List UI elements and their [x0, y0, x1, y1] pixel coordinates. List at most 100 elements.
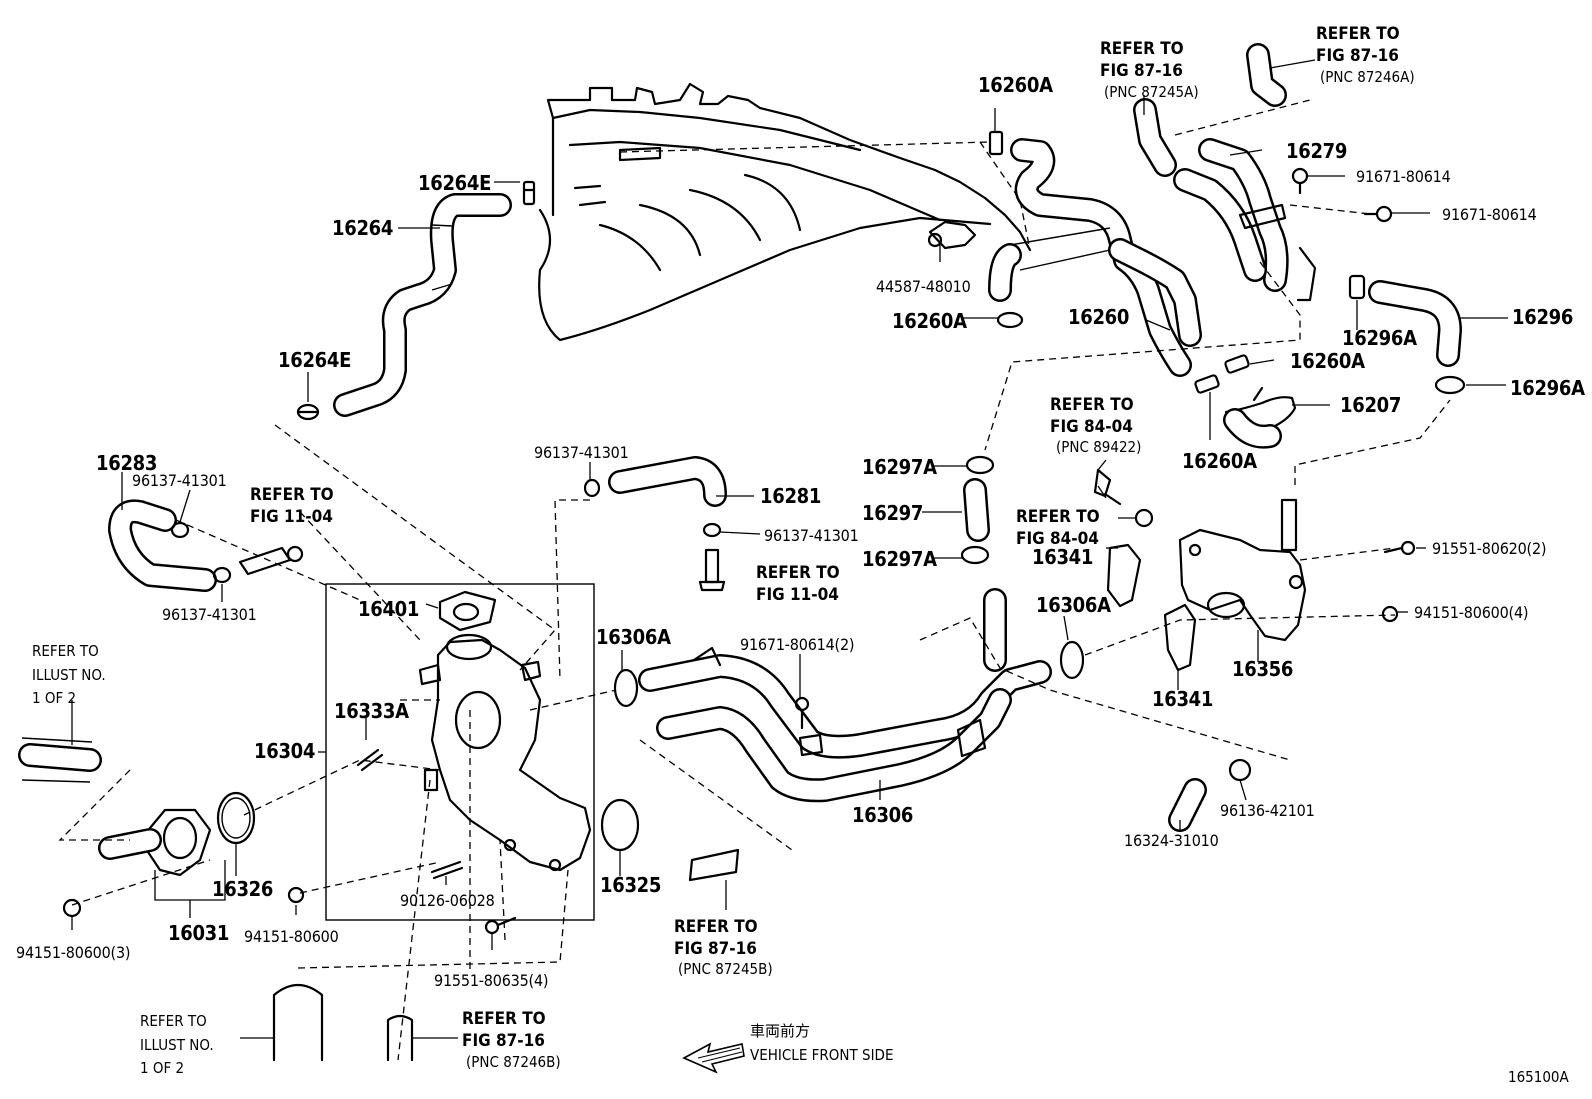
clamp-96137-41301-d: [702, 522, 722, 538]
svg-text:(PNC 89422): (PNC 89422): [1056, 438, 1141, 456]
label-16260A-top: 16260A: [978, 73, 1053, 97]
svg-text:REFER TO: REFER TO: [756, 563, 840, 583]
bolt-91671-80614-c: [794, 696, 810, 730]
hose-stub-illust-bottom: [272, 983, 324, 1062]
ref-fig-87-16-87246A: REFER TO FIG 87-16 (PNC 87246A): [1316, 24, 1415, 86]
label-91671-80614-b: 91671-80614: [1442, 205, 1537, 224]
label-96137-41301-d: 96137-41301: [764, 526, 859, 545]
ref-fig-84-04-89422: REFER TO FIG 84-04 (PNC 89422): [1050, 395, 1141, 456]
label-16356: 16356: [1232, 657, 1293, 681]
pipe-16207: [1223, 386, 1297, 449]
ref-fig-87-16-87246B: REFER TO FIG 87-16 (PNC 87246B): [462, 1009, 561, 1071]
label-16306: 16306: [852, 803, 913, 827]
svg-text:FIG 11-04: FIG 11-04: [250, 507, 333, 527]
label-16304: 16304: [254, 739, 315, 763]
svg-text:REFER TO: REFER TO: [1050, 395, 1134, 415]
gasket-16326: [216, 791, 256, 845]
clamp-44587-48010: [927, 220, 977, 250]
bolt-91671-80614-a: [1291, 167, 1309, 195]
svg-text:REFER TO: REFER TO: [1016, 507, 1100, 527]
svg-text:FIG 87-16: FIG 87-16: [1316, 46, 1399, 66]
vehicle-front-arrow-icon: [682, 1042, 745, 1074]
ref-fig-11-04-left: REFER TO FIG 11-04: [250, 485, 334, 527]
hose-16324-31010: [1168, 778, 1207, 832]
svg-text:FIG 11-04: FIG 11-04: [756, 585, 839, 605]
water-inlet-16356: [1178, 498, 1307, 642]
label-16264: 16264: [332, 216, 393, 240]
svg-text:FIG 87-16: FIG 87-16: [674, 939, 757, 959]
svg-text:FIG 84-04: FIG 84-04: [1016, 529, 1099, 549]
svg-text:(PNC 87245B): (PNC 87245B): [678, 960, 773, 978]
clamp-16264E-upper: [522, 180, 536, 206]
o-ring-16306A-b: [1059, 640, 1085, 680]
stud-16333A: [356, 748, 384, 772]
label-16260A-bottom: 16260A: [1182, 449, 1257, 473]
hose-stub-87246A: [1246, 43, 1287, 107]
assembly-dashed-lines: [58, 99, 1451, 1061]
label-91551-80620: 91551-80620(2): [1432, 539, 1546, 558]
clamp-16296A-a: [1348, 274, 1366, 300]
gasket-16341-upper: [1106, 543, 1142, 608]
label-16260A-right: 16260A: [1290, 349, 1365, 373]
gasket-16341-lower: [1163, 603, 1197, 672]
label-94151-80600-3: 94151-80600(3): [16, 943, 130, 962]
ref-fig-11-04-center: REFER TO FIG 11-04: [756, 563, 840, 605]
clamp-96136-42101: [1228, 758, 1252, 782]
label-16281: 16281: [760, 484, 821, 508]
label-16325: 16325: [600, 873, 661, 897]
svg-text:(PNC 87245A): (PNC 87245A): [1104, 83, 1199, 101]
label-90126-06028: 90126-06028: [400, 891, 495, 910]
clamp-96137-41301-b: [212, 566, 232, 584]
label-94151-80600-4: 94151-80600(4): [1414, 603, 1528, 622]
union-fig-11-04-center: [698, 548, 726, 592]
hose-16297: [963, 478, 990, 542]
label-16296A-a: 16296A: [1342, 326, 1417, 350]
clamp-16297A-b: [960, 545, 990, 565]
o-ring-16306A-a: [613, 668, 639, 708]
label-91671-80614-a: 91671-80614: [1356, 167, 1451, 186]
label-96137-41301-a: 96137-41301: [132, 471, 227, 490]
nut-94151-80600-box: [287, 886, 305, 904]
ref-fig-87-16-87245A: REFER TO FIG 87-16 (PNC 87245A): [1100, 39, 1199, 101]
label-16324-31010: 16324-31010: [1124, 831, 1219, 850]
ref-illust-no-1-of-2-left: REFER TO ILLUST NO. 1 OF 2: [32, 642, 106, 707]
direction-label-en: VEHICLE FRONT SIDE: [750, 1046, 893, 1064]
label-16341-upper: 16341: [1032, 545, 1093, 569]
label-16260: 16260: [1068, 305, 1129, 329]
hose-16264: [333, 193, 512, 417]
label-16264E-lower: 16264E: [278, 348, 351, 372]
water-pipe-16306: [638, 588, 1052, 803]
label-16306A-left: 16306A: [596, 625, 671, 649]
hose-16260: [988, 138, 1202, 377]
label-16296: 16296: [1512, 305, 1573, 329]
gasket-16325: [600, 798, 640, 852]
clamp-16264E-lower: [296, 403, 320, 421]
clamp-96137-41301-c: [583, 478, 601, 498]
label-16297A-b: 16297A: [862, 547, 937, 571]
label-91671-80614-2: 91671-80614(2): [740, 635, 854, 654]
bolt-91671-80614-b: [1363, 205, 1393, 223]
svg-text:FIG 87-16: FIG 87-16: [1100, 61, 1183, 81]
clamp-96137-41301-a: [170, 521, 190, 539]
nut-94151-80600-left: [62, 898, 82, 918]
ref-illust-no-1-of-2-bottom: REFER TO ILLUST NO. 1 OF 2: [140, 1012, 214, 1077]
svg-text:(PNC 87246A): (PNC 87246A): [1320, 68, 1415, 86]
svg-text:REFER TO: REFER TO: [140, 1012, 207, 1030]
ref-fig-84-04: REFER TO FIG 84-04: [1016, 507, 1100, 549]
label-16279: 16279: [1286, 139, 1347, 163]
svg-text:REFER TO: REFER TO: [250, 485, 334, 505]
hose-stub-87245B: [688, 848, 740, 882]
label-16333A: 16333A: [334, 699, 409, 723]
label-16401: 16401: [358, 597, 419, 621]
label-16296A-b: 16296A: [1510, 376, 1585, 400]
label-16297: 16297: [862, 501, 923, 525]
clamps-16260A-right: [1194, 354, 1250, 394]
label-96137-41301-c: 96137-41301: [534, 443, 629, 462]
svg-text:1 OF 2: 1 OF 2: [140, 1059, 184, 1077]
water-pump-16304: [418, 633, 592, 872]
label-16283: 16283: [96, 451, 157, 475]
label-16264E-upper: 16264E: [418, 171, 491, 195]
stud-90126-06028: [430, 860, 464, 880]
clamp-16297A-a: [965, 455, 995, 475]
